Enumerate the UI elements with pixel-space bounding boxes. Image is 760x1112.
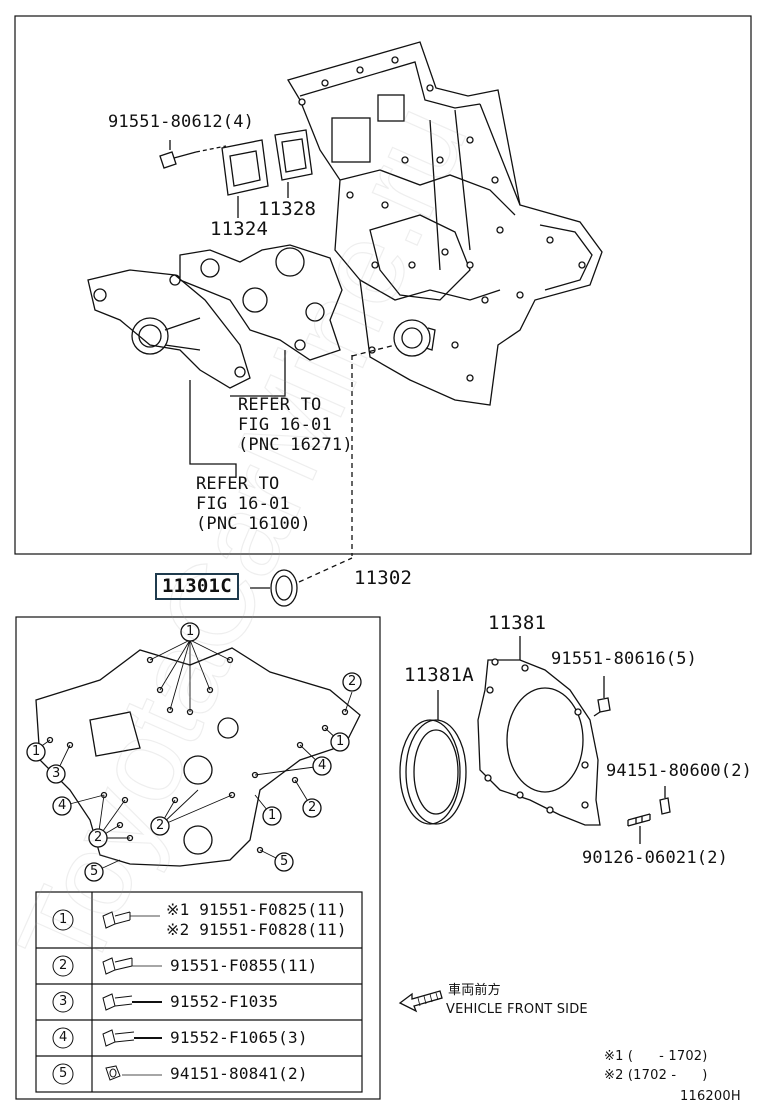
table-part-number: 94151-80841(2) [170,1064,308,1083]
retainer-11381-drawing [477,658,601,826]
seal-11301c-highlight-label[interactable]: 11301C [155,573,239,600]
direction-jp-label: 車両前方 [448,983,501,998]
refer-b-line3: (PNC 16100) [196,514,311,534]
gasket-11324-label: 11324 [210,218,269,240]
bolt-icon [102,957,162,975]
callout-2: 2 [94,830,103,845]
table-part-number: 91552-F1065(3) [170,1028,308,1047]
retainer-11381-label: 11381 [488,612,547,634]
callout-2: 2 [156,818,165,833]
bolt-91551-80612-label: 91551-80612(4) [108,112,255,132]
seal-11301c-drawing [270,569,298,607]
bolt-table-grid [35,891,363,1093]
seal-11381a-label: 11381A [404,664,474,686]
nut-icon [105,1065,162,1081]
water-pump-gasket-drawing [179,244,343,361]
table-row-num: 3 [59,994,68,1009]
callout-2: 2 [348,674,357,689]
refer-b-line1: REFER TO [196,474,280,494]
refer-a-line1: REFER TO [238,395,322,415]
table-row-num: 4 [59,1030,68,1045]
gasket-11324-drawing [221,139,269,196]
callout-3: 3 [52,766,61,781]
table-row-num: 2 [59,958,68,973]
cover-11302-label: 11302 [354,567,413,589]
callout-1: 1 [186,624,195,639]
figure-code: 116200H [680,1089,741,1104]
direction-en-label: VEHICLE FRONT SIDE [446,1002,588,1017]
callout-4: 4 [318,758,327,773]
refer-a-line2: FIG 16-01 [238,415,332,435]
refer-b-line2: FIG 16-01 [196,494,290,514]
footnote-1: ※1 ( - 1702) [604,1049,708,1064]
callout-circles [26,622,362,882]
bolt-91551-80612-drawing [159,145,227,169]
stud-90126-06021-drawing [627,813,651,827]
water-pump-drawing [87,269,251,389]
footnote-2: ※2 (1702 - ) [604,1068,708,1083]
nut-94151-80600-drawing [659,797,671,815]
table-part-number: 91551-F0855(11) [170,956,318,975]
callout-1: 1 [336,734,345,749]
table-row-num: 5 [59,1066,68,1081]
table-row-num: 1 [59,912,68,927]
bolt-icon [102,993,162,1011]
bolt-icon [102,911,160,929]
nut-94151-80600-label: 94151-80600(2) [606,761,753,781]
bolt-icon [102,1029,162,1047]
upper-frame [14,15,752,555]
table-part-number: ※1 91551-F0825(11) [166,900,347,919]
gasket-11328-drawing [274,129,313,181]
table-part-number: ※2 91551-F0828(11) [166,920,347,939]
callout-1: 1 [268,808,277,823]
stud-90126-06021-label: 90126-06021(2) [582,848,729,868]
seal-11381a-drawing [399,719,467,825]
vehicle-front-arrow-icon [398,990,443,1013]
lower-left-frame [15,616,381,1100]
table-part-number: 91552-F1035 [170,992,279,1011]
callout-5: 5 [280,854,289,869]
callout-4: 4 [58,798,67,813]
refer-a-line3: (PNC 16271) [238,435,353,455]
callout-1: 1 [32,744,41,759]
timing-cover-drawing [287,41,603,406]
bolt-91551-80616-label: 91551-80616(5) [551,649,698,669]
callout-5: 5 [90,864,99,879]
callout-2: 2 [308,800,317,815]
gasket-11328-label: 11328 [258,198,317,220]
bolt-91551-80616-drawing [593,697,611,717]
